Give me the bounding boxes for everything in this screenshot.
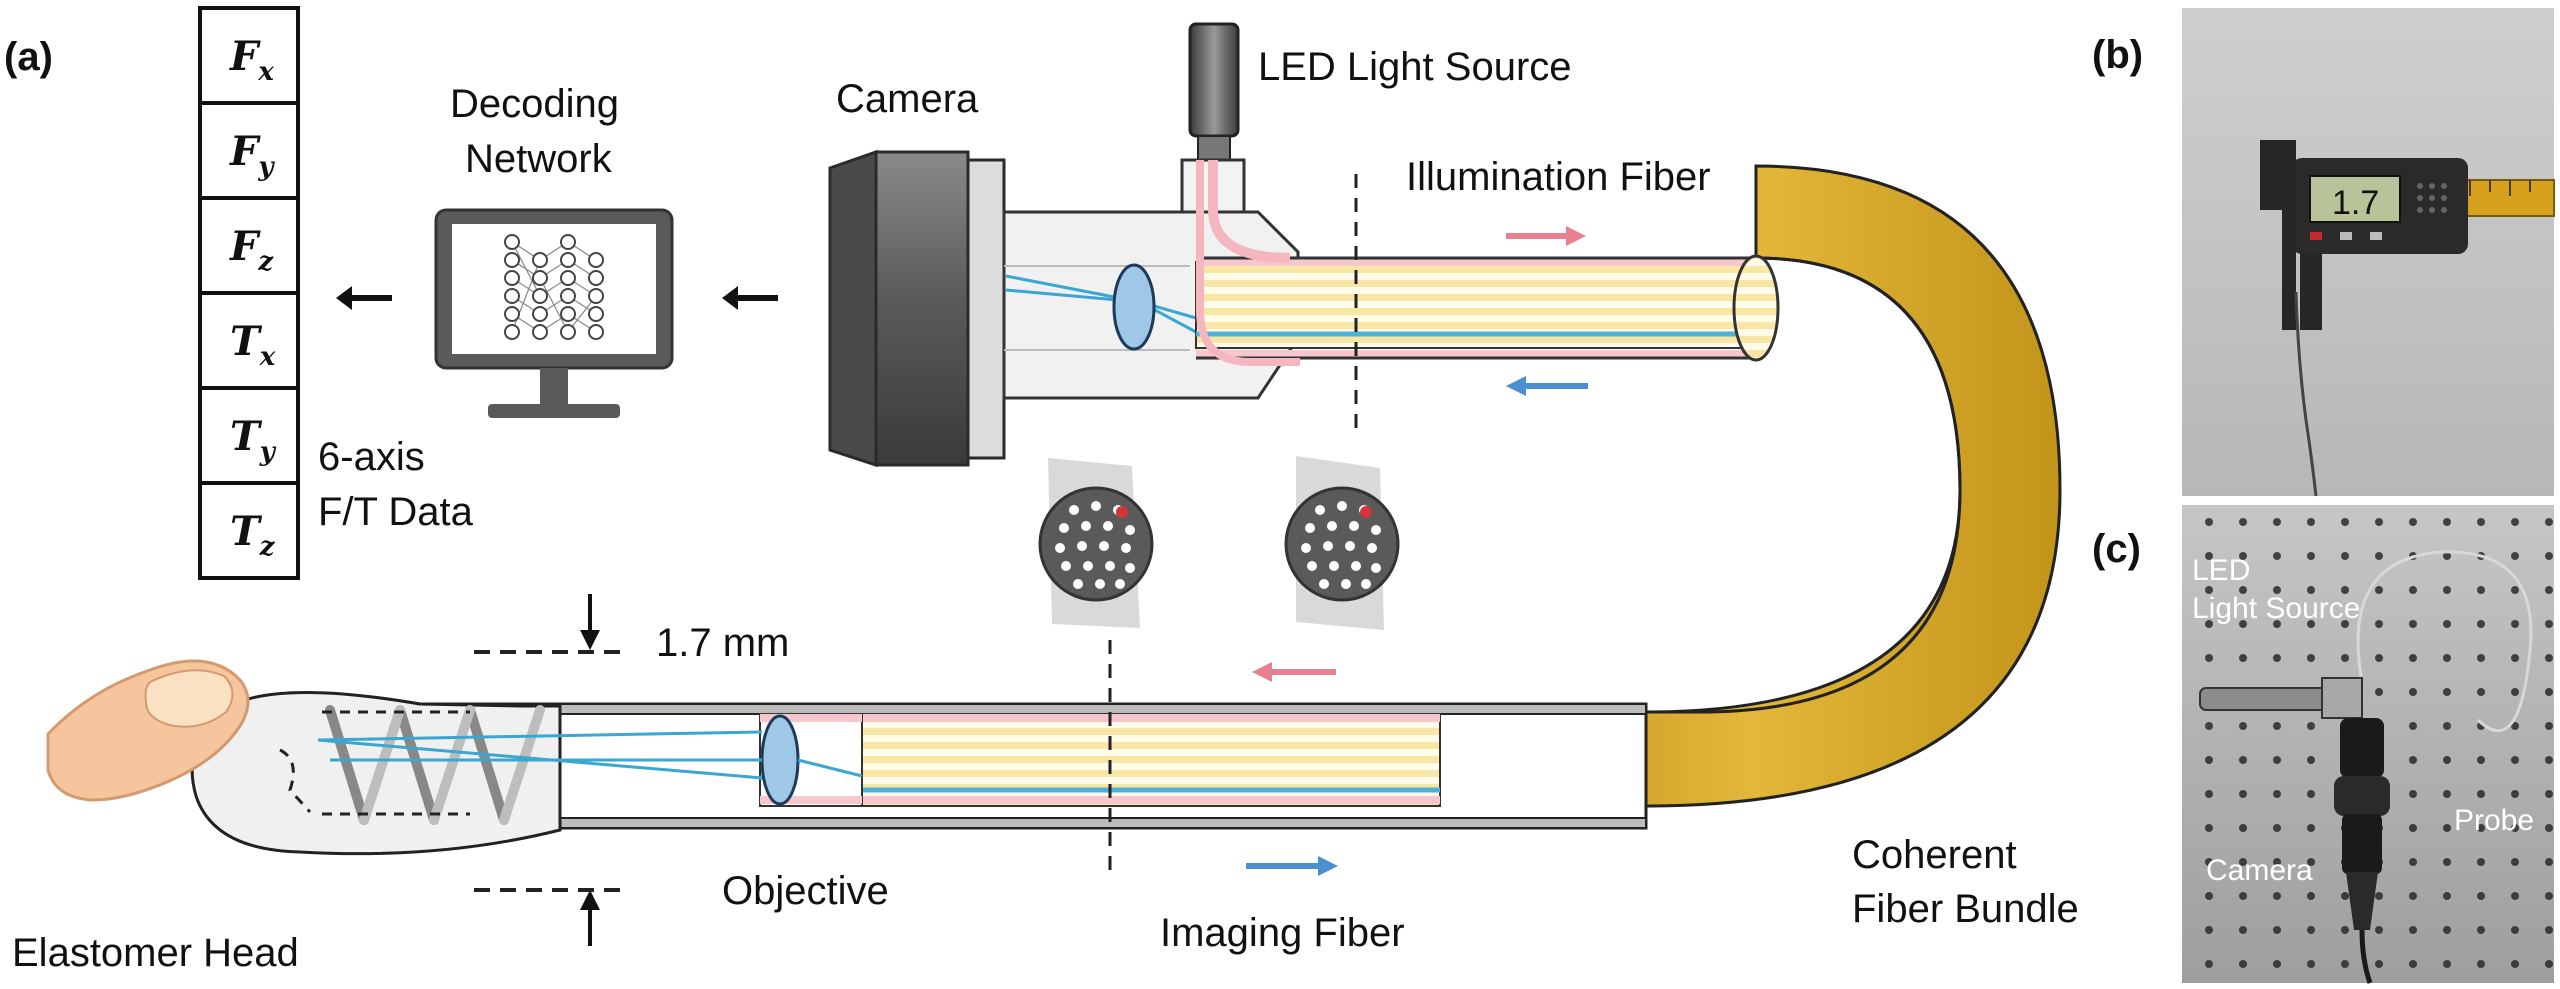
camera-label: Camera bbox=[836, 77, 979, 121]
ft-cell-tz: Tz bbox=[230, 508, 276, 562]
network-label-line1: Decoding bbox=[450, 82, 619, 126]
return-arrow-left bbox=[1506, 376, 1588, 396]
speckle-pattern-left bbox=[1038, 458, 1154, 628]
spring-coils bbox=[325, 705, 545, 825]
photo-c-probe-label: Probe bbox=[2454, 804, 2534, 837]
svg-text:Tx: Tx bbox=[230, 318, 276, 372]
lower-return-arrow-left bbox=[1252, 662, 1336, 682]
photo-b: 1.7 bbox=[2182, 8, 2555, 497]
camera-body bbox=[828, 149, 1006, 468]
panel-label-b: (b) bbox=[2092, 33, 2143, 77]
photo-c-led-label-line1: LED bbox=[2192, 554, 2250, 587]
ft-data-table: Fx Fy Fz Tx Ty Tz bbox=[198, 6, 300, 580]
photo-c bbox=[2182, 505, 2554, 984]
network-label-line2: Network bbox=[465, 137, 613, 181]
objective-label: Objective bbox=[722, 869, 889, 913]
probe-light-rays bbox=[317, 730, 863, 780]
dimension-label: 1.7 mm bbox=[656, 621, 789, 665]
ft-data-label-line2: F/T Data bbox=[318, 490, 474, 534]
svg-text:Fz: Fz bbox=[229, 223, 274, 277]
caliper-reading: 1.7 bbox=[2332, 184, 2379, 222]
camera-lens bbox=[1112, 263, 1156, 351]
ft-cell-tx: Tx bbox=[230, 318, 276, 372]
svg-text:Fy: Fy bbox=[229, 128, 275, 182]
photo-c-camera-label: Camera bbox=[2206, 854, 2313, 887]
neural-network-icon bbox=[504, 234, 604, 340]
illumination-arrow-right bbox=[1506, 226, 1586, 246]
bundle-label-line2: Fiber Bundle bbox=[1852, 887, 2079, 931]
imaging-fiber-label: Imaging Fiber bbox=[1160, 911, 1405, 955]
photo-c-led-label-line2: Light Source bbox=[2192, 592, 2360, 625]
bundle-label-line1: Coherent bbox=[1852, 833, 2017, 877]
lower-fiber-bundle bbox=[861, 713, 1441, 807]
ft-data-label-line1: 6-axis bbox=[318, 435, 425, 479]
ft-cell-ty: Ty bbox=[230, 413, 277, 467]
dimension-marker bbox=[474, 594, 620, 946]
objective-lens bbox=[760, 714, 800, 806]
ft-cell-fx: Fx bbox=[229, 33, 274, 87]
svg-text:Fx: Fx bbox=[229, 33, 274, 87]
speckle-pattern-right bbox=[1284, 456, 1400, 630]
monitor-icon bbox=[434, 208, 674, 418]
panel-label-a: (a) bbox=[4, 35, 53, 79]
ft-cell-fz: Fz bbox=[229, 223, 274, 277]
ft-cell-fy: Fy bbox=[229, 128, 275, 182]
panel-label-c: (c) bbox=[2092, 527, 2141, 571]
arrow-to-table bbox=[336, 286, 392, 310]
arrow-to-network bbox=[722, 286, 778, 310]
svg-text:Ty: Ty bbox=[230, 413, 277, 467]
illumination-fiber-label: Illumination Fiber bbox=[1406, 155, 1711, 199]
elastomer-label: Elastomer Head bbox=[12, 931, 299, 975]
led-label: LED Light Source bbox=[1258, 45, 1572, 89]
svg-text:Tz: Tz bbox=[230, 508, 276, 562]
imaging-arrow-right bbox=[1246, 856, 1338, 876]
upper-fiber-bundle bbox=[1195, 256, 1757, 360]
illumination-fiber-path bbox=[1208, 160, 1291, 263]
